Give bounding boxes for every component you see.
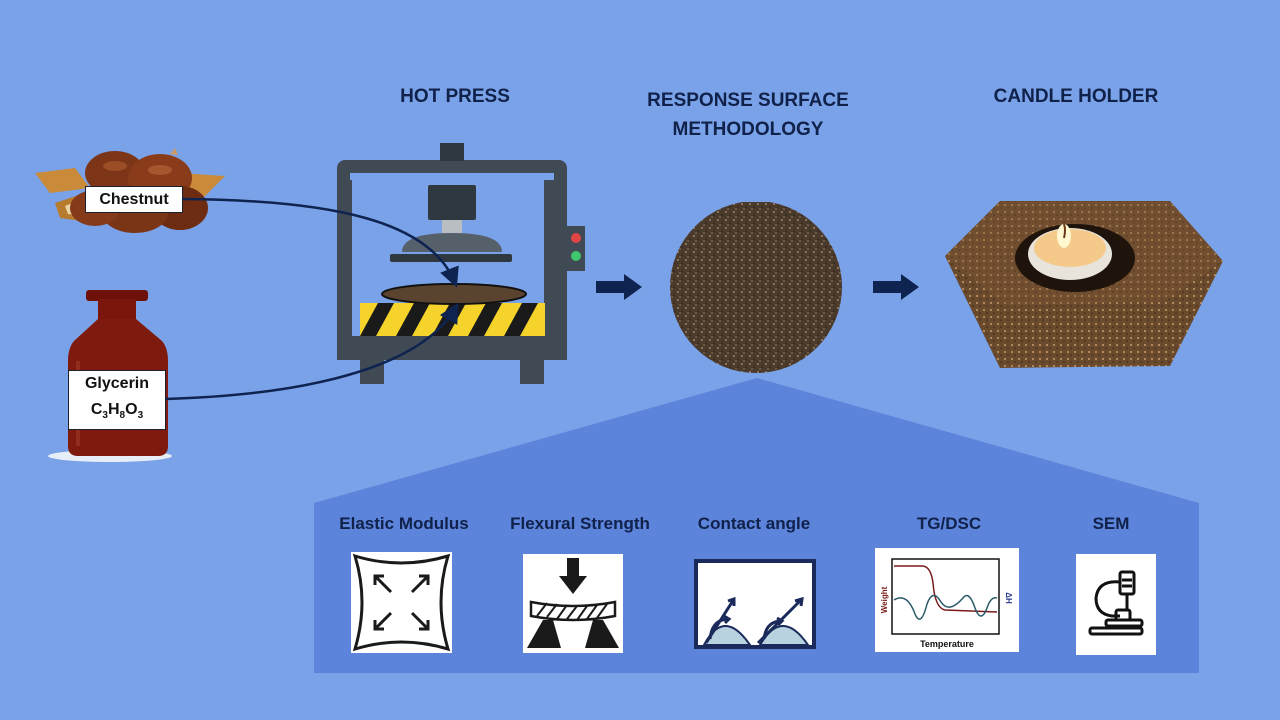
test-title-elastic-modulus: Elastic Modulus — [339, 514, 469, 533]
microscope-icon — [1088, 570, 1144, 636]
glycerin-label: Glycerin C3H8O3 — [68, 370, 166, 430]
test-title-sem: SEM — [1092, 514, 1130, 533]
elastic-modulus-icon — [352, 553, 451, 652]
process-arrow-1 — [596, 274, 642, 300]
glycerin-feed-arrow — [165, 302, 459, 401]
test-title-contact-angle: Contact angle — [697, 514, 811, 533]
formula-hydrogen-count: 8 — [119, 410, 126, 422]
process-arrow-2 — [873, 274, 919, 300]
tg-dsc-x-label: Temperature — [920, 639, 974, 649]
formula-carbon-count: 3 — [102, 410, 108, 422]
flexural-strength-icon — [527, 558, 619, 648]
dsc-heat-flow-curve — [893, 594, 998, 620]
rsm-title-line-2: METHODOLOGY — [672, 119, 824, 140]
formula-carbon: C — [90, 401, 103, 418]
glycerin-name: Glycerin — [84, 375, 150, 392]
glycerin-formula: C3H8O3 — [69, 397, 165, 429]
chestnut-label: Chestnut — [85, 186, 183, 213]
tg-weight-curve — [894, 565, 998, 613]
tg-dsc-y-right-label: ΔH — [1004, 592, 1013, 604]
rsm-title-line-1: RESPONSE SURFACE — [647, 90, 849, 111]
test-title-flexural-strength: Flexural Strength — [510, 514, 650, 533]
contact-angle-card — [694, 559, 816, 649]
composite-disk-sample — [670, 202, 842, 373]
formula-oxygen-count: 3 — [137, 410, 144, 422]
candle-holder-title: CANDLE HOLDER — [993, 86, 1159, 107]
hot-press-title: HOT PRESS — [400, 86, 510, 107]
formula-hydrogen: H — [107, 401, 120, 418]
candle-holder-illustration — [945, 201, 1223, 368]
elastic-modulus-card — [351, 552, 452, 653]
tg-dsc-card: Temperature Weight ΔH — [875, 548, 1019, 652]
formula-oxygen: O — [125, 401, 138, 418]
flexural-strength-card — [523, 554, 623, 653]
rsm-title: RESPONSE SURFACE METHODOLOGY — [618, 86, 878, 144]
tg-dsc-icon: Temperature Weight ΔH — [880, 558, 1013, 649]
sem-card — [1076, 554, 1156, 655]
tg-dsc-y-left-label: Weight — [880, 586, 889, 613]
chestnut-feed-arrow — [181, 197, 459, 288]
test-title-tg-dsc: TG/DSC — [916, 514, 982, 533]
contact-angle-icon — [694, 559, 816, 649]
